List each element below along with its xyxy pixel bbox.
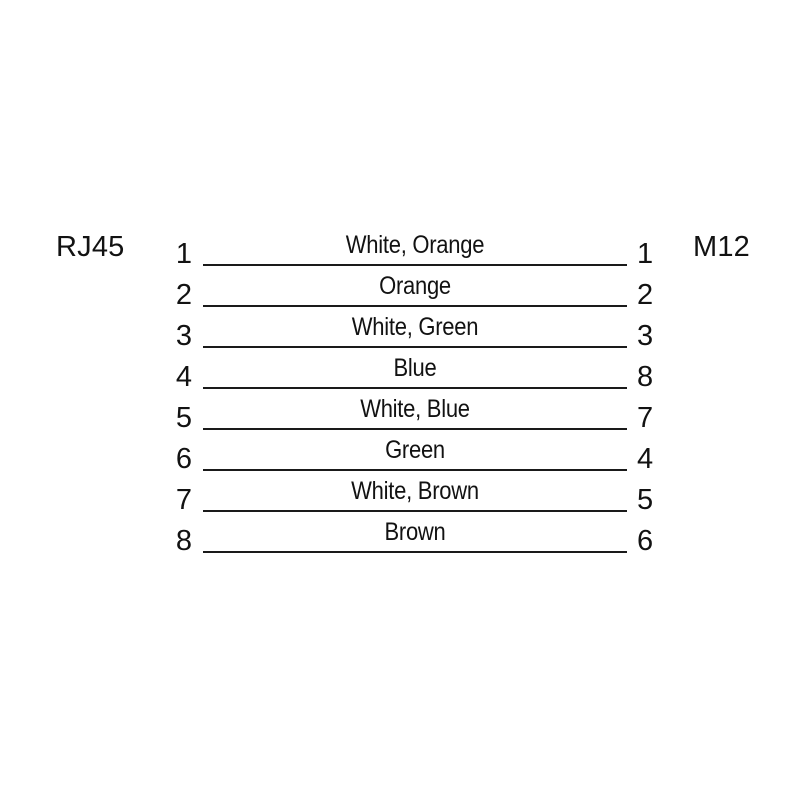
wire-label: White, Blue <box>360 395 470 423</box>
left-pin-number: 8 <box>175 525 192 557</box>
wire-line <box>203 346 627 348</box>
left-pin-number: 2 <box>175 279 192 311</box>
wire-line <box>203 428 627 430</box>
right-pin-number: 8 <box>637 361 654 393</box>
right-pin-number: 7 <box>637 402 654 434</box>
left-pin-number: 6 <box>175 443 192 475</box>
left-connector-label: RJ45 <box>56 231 125 263</box>
right-pin-number: 5 <box>637 484 654 516</box>
wire-label: White, Green <box>351 313 479 341</box>
wire-line <box>203 469 627 471</box>
wire-line <box>203 387 627 389</box>
right-pin-number: 6 <box>637 525 654 557</box>
right-pin-number: 2 <box>637 279 654 311</box>
right-pin-number: 4 <box>637 443 654 475</box>
wire-line <box>203 551 627 553</box>
left-pin-number: 5 <box>175 402 192 434</box>
right-pin-number: 3 <box>637 320 654 352</box>
wire-label: Blue <box>393 354 437 382</box>
left-pin-number: 1 <box>175 238 192 270</box>
wire-label: Brown <box>384 518 446 546</box>
right-connector-label: M12 <box>693 231 751 263</box>
left-pin-number: 7 <box>175 484 192 516</box>
wire-line <box>203 510 627 512</box>
left-pin-number: 4 <box>175 361 192 393</box>
wire-label: White, Orange <box>345 231 485 259</box>
wire-line <box>203 264 627 266</box>
wire-label: White, Brown <box>351 477 479 505</box>
right-pin-number: 1 <box>637 238 654 270</box>
wire-line <box>203 305 627 307</box>
wire-label: Green <box>385 436 445 464</box>
wire-label: Orange <box>379 272 451 300</box>
left-pin-number: 3 <box>175 320 192 352</box>
